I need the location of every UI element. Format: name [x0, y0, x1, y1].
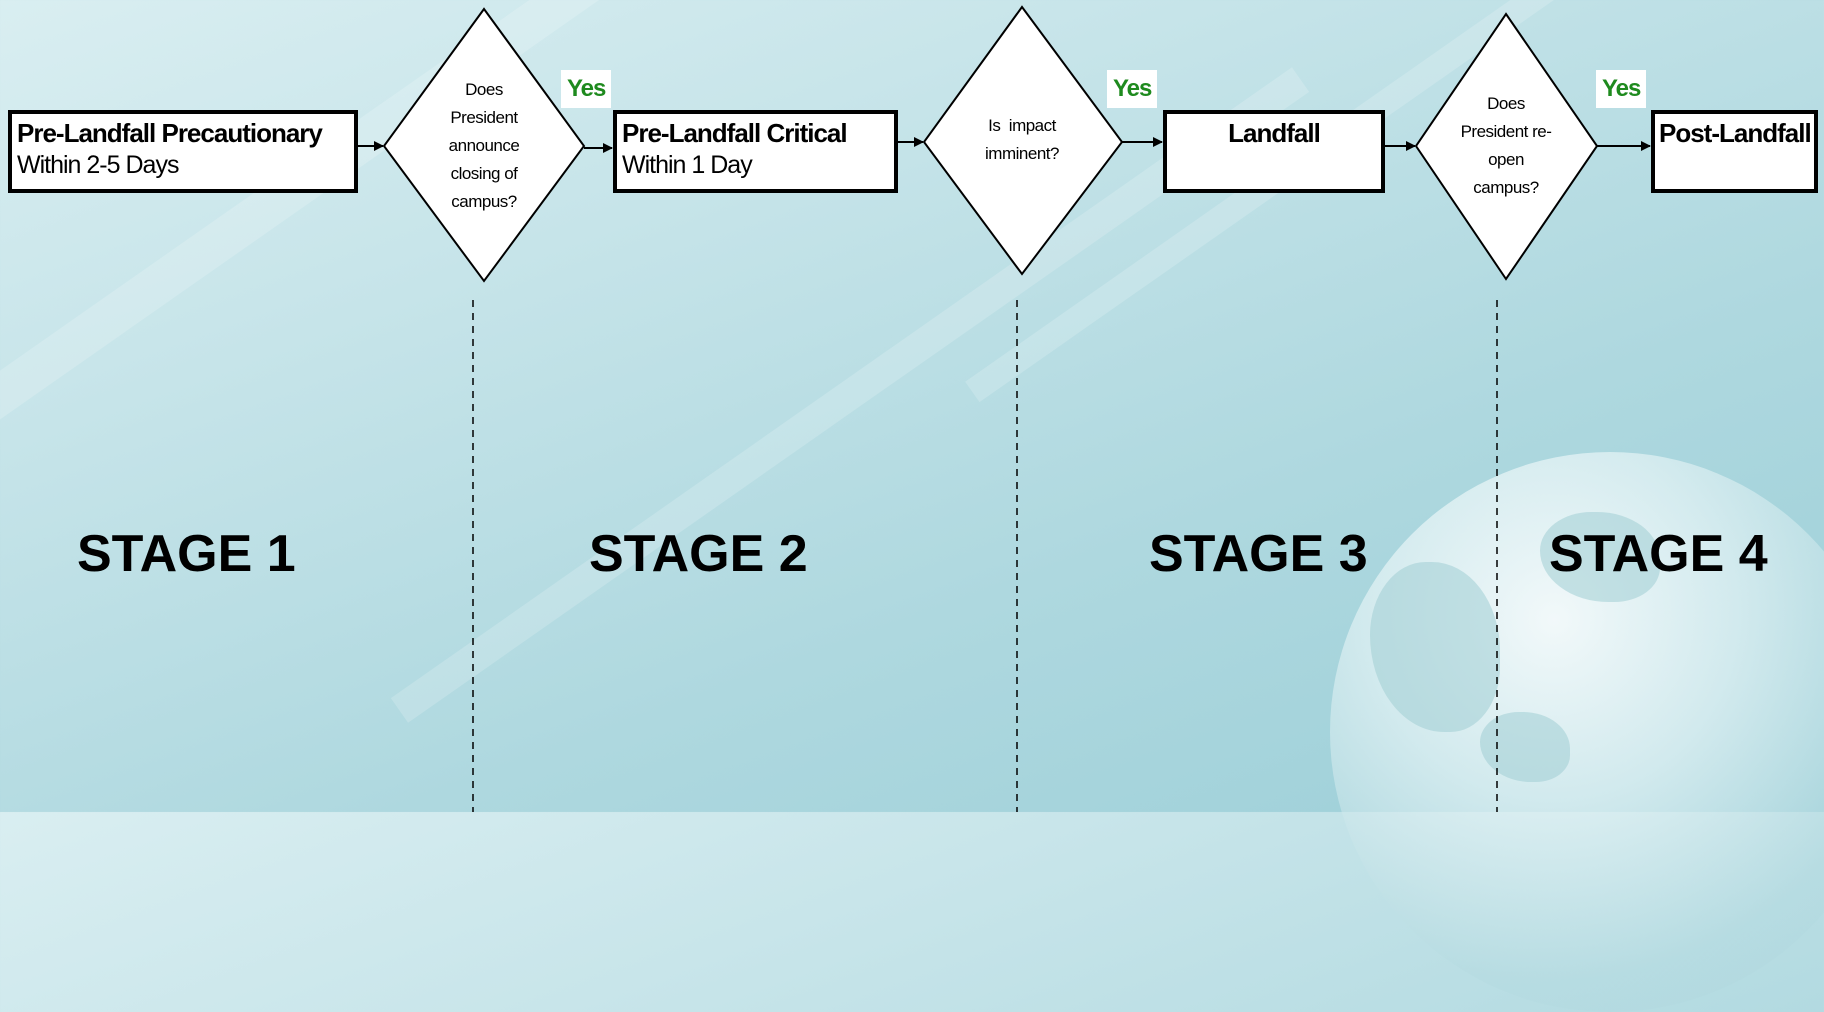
stage-label-1: STAGE 1	[77, 525, 296, 583]
decision-text-line: imminent?	[985, 144, 1059, 163]
decision-text-line: President re-	[1460, 122, 1552, 141]
flowchart-lines	[357, 5, 1651, 812]
yes-label: Yes	[561, 70, 612, 108]
globe-landmass	[1480, 712, 1570, 782]
decision-text-line: President	[450, 108, 518, 127]
decision-text-line: Does	[465, 80, 503, 99]
process-box-title: Pre-Landfall Critical	[622, 118, 848, 148]
process-box-subtitle: Within 2-5 Days	[17, 151, 179, 179]
decision-text-line: announce	[448, 136, 520, 155]
process-box-landfall: Landfall	[1163, 110, 1385, 193]
process-box-subtitle: Within 1 Day	[622, 151, 753, 179]
stage-label-4: STAGE 4	[1549, 525, 1768, 583]
stage-label-2: STAGE 2	[589, 525, 808, 583]
decision-text-line: closing of	[450, 164, 518, 183]
decision-text-reopen-campus: Does President re- open campus?	[1446, 90, 1566, 202]
process-box-critical: Pre-Landfall Critical Within 1 Day	[613, 110, 898, 193]
decision-text-line: campus?	[451, 192, 517, 211]
yes-label: Yes	[1596, 70, 1647, 108]
stage-label-3: STAGE 3	[1149, 525, 1368, 583]
yes-label: Yes	[1107, 70, 1158, 108]
decision-text-line: open	[1488, 150, 1524, 169]
process-box-title: Landfall	[1228, 118, 1321, 148]
process-box-post-landfall: Post-Landfall	[1651, 110, 1818, 193]
process-box-precautionary: Pre-Landfall Precautionary Within 2-5 Da…	[8, 110, 358, 193]
decision-text-line: Is impact	[988, 116, 1056, 135]
decision-diamond	[922, 5, 1124, 276]
decision-diamond	[382, 7, 586, 283]
decision-diamond	[1414, 12, 1599, 281]
decision-text-line: campus?	[1473, 178, 1539, 197]
decision-text-impact: Is impact imminent?	[962, 112, 1082, 168]
globe-landmass	[1370, 562, 1500, 732]
decision-text-line: Does	[1487, 94, 1525, 113]
globe-landmass	[1540, 512, 1660, 602]
decision-text-close-campus: Does President announce closing of campu…	[424, 76, 544, 216]
process-box-title: Pre-Landfall Precautionary	[17, 118, 323, 148]
process-box-title: Post-Landfall	[1659, 118, 1812, 148]
